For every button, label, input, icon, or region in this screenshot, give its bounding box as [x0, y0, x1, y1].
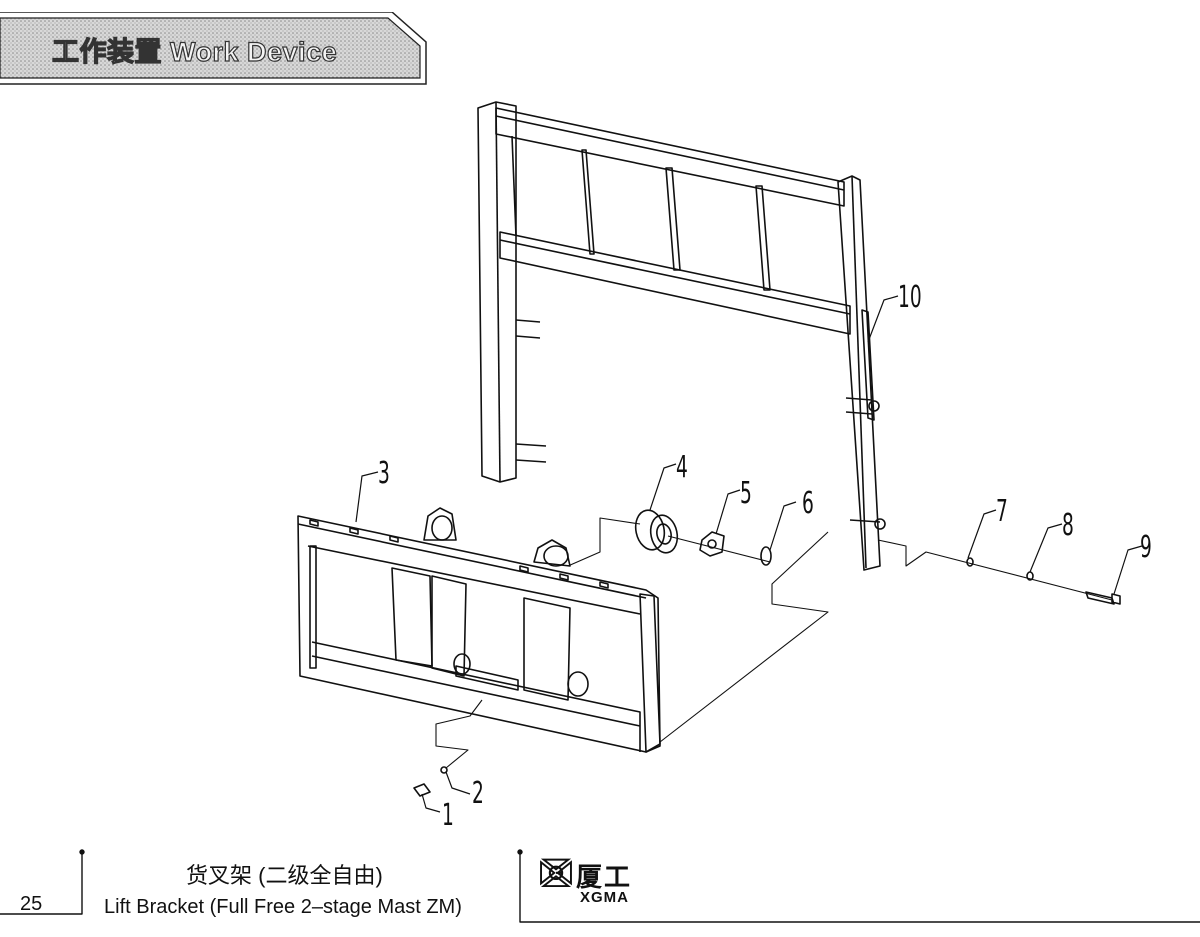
callout-6: 6: [802, 486, 814, 521]
section-title: 工作装置 Work Device: [51, 36, 338, 67]
bolt-9: [1085, 591, 1121, 605]
callout-9: 9: [1140, 530, 1152, 565]
footer-title-cn: 货叉架 (二级全自由): [186, 863, 383, 888]
callout-5: 5: [740, 476, 752, 511]
mast-frame: [477, 101, 886, 571]
leader-lines: [355, 295, 1143, 813]
footer-title-en: Lift Bracket (Full Free 2–stage Mast ZM): [104, 896, 462, 918]
footer-frame: [0, 849, 1200, 923]
logo-name-en: XGMA: [580, 889, 629, 906]
washer-2: [440, 766, 448, 774]
callout-2: 2: [472, 776, 484, 811]
callout-1: 1: [442, 798, 454, 833]
washer-7: [966, 557, 974, 567]
callout-4: 4: [676, 450, 688, 485]
logo-name-cn: 厦工: [576, 862, 633, 892]
bolt-1: [413, 783, 431, 797]
section-tab-shape: [0, 12, 427, 85]
pin: [699, 531, 725, 557]
page-number: 25: [20, 893, 43, 915]
callout-8: 8: [1062, 508, 1074, 543]
callout-10: 10: [898, 280, 922, 315]
callout-7: 7: [996, 494, 1008, 529]
section-header-tab: 工作装置 Work Device: [0, 12, 430, 88]
carriage-frame: [297, 507, 661, 753]
assembly-lines: [435, 517, 1113, 769]
callout-3: 3: [378, 456, 390, 491]
snap-ring: [760, 546, 772, 566]
roller: [634, 509, 679, 554]
xgma-logo-icon: [540, 858, 572, 888]
